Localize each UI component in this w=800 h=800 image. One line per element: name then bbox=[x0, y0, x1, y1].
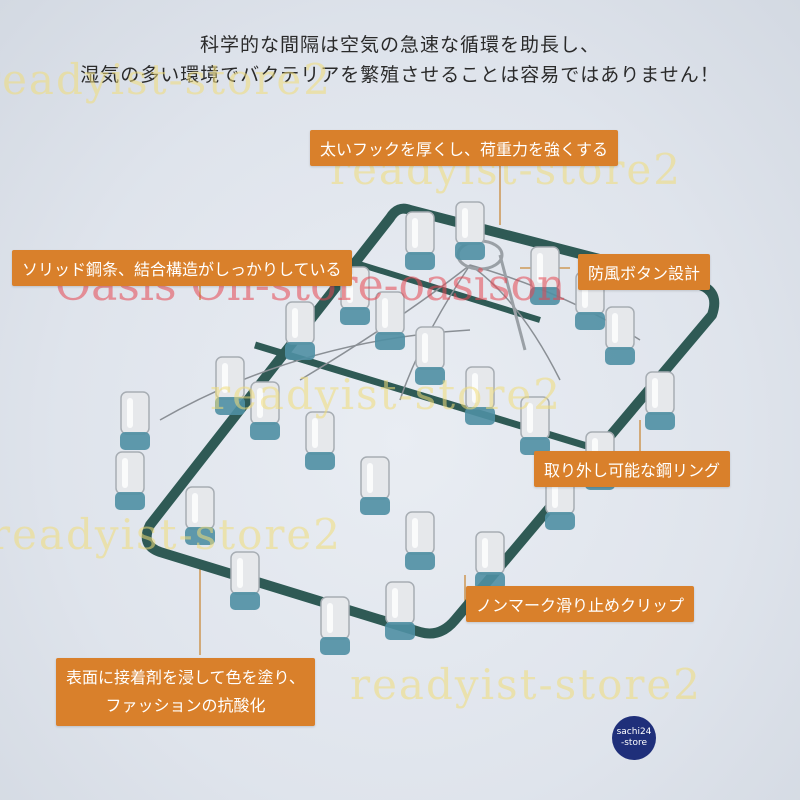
clip bbox=[520, 396, 550, 455]
clip bbox=[530, 246, 560, 305]
clip bbox=[415, 326, 445, 385]
callout-thick-hook: 太いフックを厚くし、荷重力を強くする bbox=[310, 130, 619, 166]
clip bbox=[120, 391, 150, 450]
clip bbox=[115, 451, 145, 510]
callout-nonmark-clip: ノンマーク滑り止めクリップ bbox=[466, 586, 695, 622]
clip bbox=[250, 381, 280, 440]
clip bbox=[605, 306, 635, 365]
headline-line-2: 湿気の多い環境でバクテリアを繁殖させることは容易ではありません！ bbox=[80, 64, 720, 86]
clip bbox=[185, 486, 215, 545]
clip bbox=[360, 456, 390, 515]
store-logo-line-1: sachi24 bbox=[616, 727, 652, 737]
clip bbox=[455, 201, 485, 260]
callout-coating: 表面に接着剤を浸して色を塗り、 ファッションの抗酸化 bbox=[56, 658, 315, 726]
clip bbox=[465, 366, 495, 425]
clip bbox=[405, 511, 435, 570]
clip bbox=[385, 581, 415, 640]
headline-line-1: 科学的な間隔は空気の急速な循環を助長し、 bbox=[199, 34, 600, 56]
clip bbox=[645, 371, 675, 430]
clip bbox=[285, 301, 315, 360]
store-logo: sachi24 -store bbox=[612, 716, 656, 760]
callout-windproof: 防風ボタン設計 bbox=[578, 254, 711, 290]
store-logo-line-2: -store bbox=[620, 738, 647, 748]
callout-coating-line-2: ファッションの抗酸化 bbox=[105, 696, 266, 715]
clip bbox=[475, 531, 505, 590]
clip bbox=[375, 291, 405, 350]
clip bbox=[405, 211, 435, 270]
clip bbox=[320, 596, 350, 655]
clip bbox=[215, 356, 245, 415]
clip bbox=[305, 411, 335, 470]
callout-coating-line-1: 表面に接着剤を浸して色を塗り、 bbox=[66, 668, 305, 687]
callout-removable-ring: 取り外し可能な鋼リング bbox=[534, 451, 731, 487]
callout-solid-steel: ソリッド鋼条、結合構造がしっかりしている bbox=[12, 250, 352, 286]
clip bbox=[230, 551, 260, 610]
